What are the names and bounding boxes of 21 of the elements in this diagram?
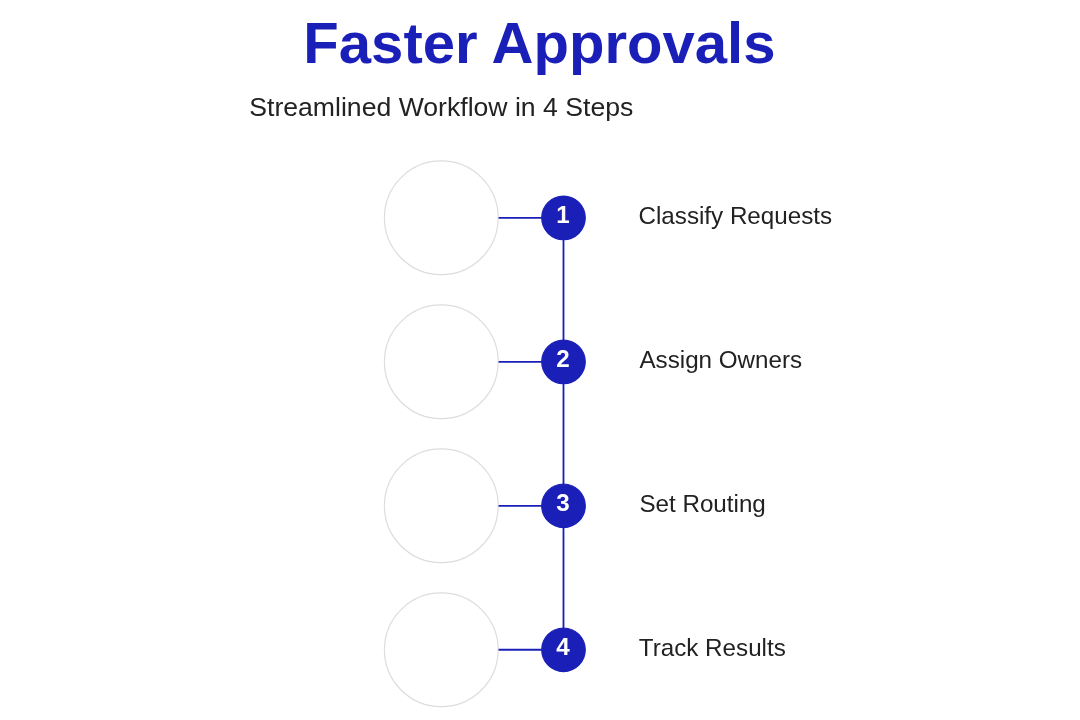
node-circle: 1: [540, 195, 586, 241]
connector: [562, 526, 564, 629]
connector: [497, 216, 543, 219]
connector: [497, 648, 543, 651]
node-label: Set Routing: [638, 489, 766, 517]
node-circle: 4: [540, 627, 586, 673]
node-circle: [383, 592, 499, 708]
diagram-title: Faster Approvals: [302, 10, 776, 76]
node-label: Track Results: [638, 633, 786, 661]
node-label: Assign Owners: [638, 345, 802, 373]
node-circle: [383, 448, 499, 564]
connector: [497, 504, 543, 507]
connector: [497, 360, 543, 363]
connector: [562, 382, 564, 485]
node-circle: 2: [540, 339, 586, 385]
node-circle: 3: [540, 483, 586, 529]
node-circle: [383, 304, 499, 420]
label: Streamlined Workflow in 4 Steps: [248, 91, 633, 122]
node-circle: [383, 160, 499, 276]
connector: [562, 238, 564, 341]
node-label: Classify Requests: [638, 201, 832, 229]
